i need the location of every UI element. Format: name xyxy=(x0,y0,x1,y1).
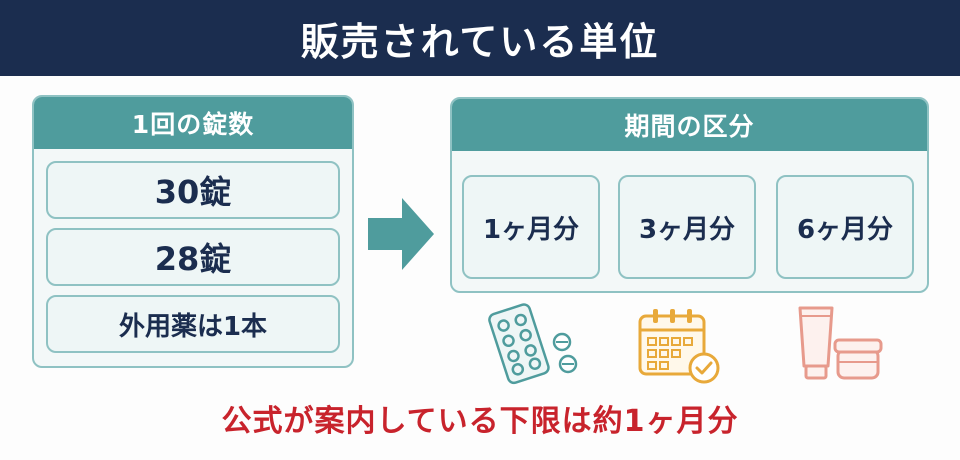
period-option-3-months: 3ヶ月分 xyxy=(618,175,756,279)
footer-note: 公式が案内している下限は約1ヶ月分 xyxy=(0,396,960,440)
period-option-1-month: 1ヶ月分 xyxy=(462,175,600,279)
tablet-count-option-30: 30錠 xyxy=(46,161,340,219)
period-option-6-months: 6ヶ月分 xyxy=(776,175,914,279)
period-panel-title: 期間の区分 xyxy=(452,99,927,151)
page-title: 販売されている単位 xyxy=(300,19,660,64)
header-banner: 販売されている単位 xyxy=(0,0,960,76)
tablet-count-option-28: 28錠 xyxy=(46,228,340,286)
pill-blister-pack-icon xyxy=(488,303,578,385)
tablet-count-option-topical: 外用薬は1本 xyxy=(46,295,340,353)
cream-tube-jar-icon xyxy=(798,306,883,380)
right-arrow-icon xyxy=(368,198,434,270)
period-panel: 期間の区分 1ヶ月分 3ヶ月分 6ヶ月分 xyxy=(450,97,929,293)
footer-note-text: 公式が案内している下限は約1ヶ月分 xyxy=(221,404,739,439)
tablet-count-panel-title: 1回の錠数 xyxy=(34,97,352,149)
calendar-check-icon xyxy=(638,309,720,384)
tablet-count-panel: 1回の錠数 30錠 28錠 外用薬は1本 xyxy=(32,95,354,368)
